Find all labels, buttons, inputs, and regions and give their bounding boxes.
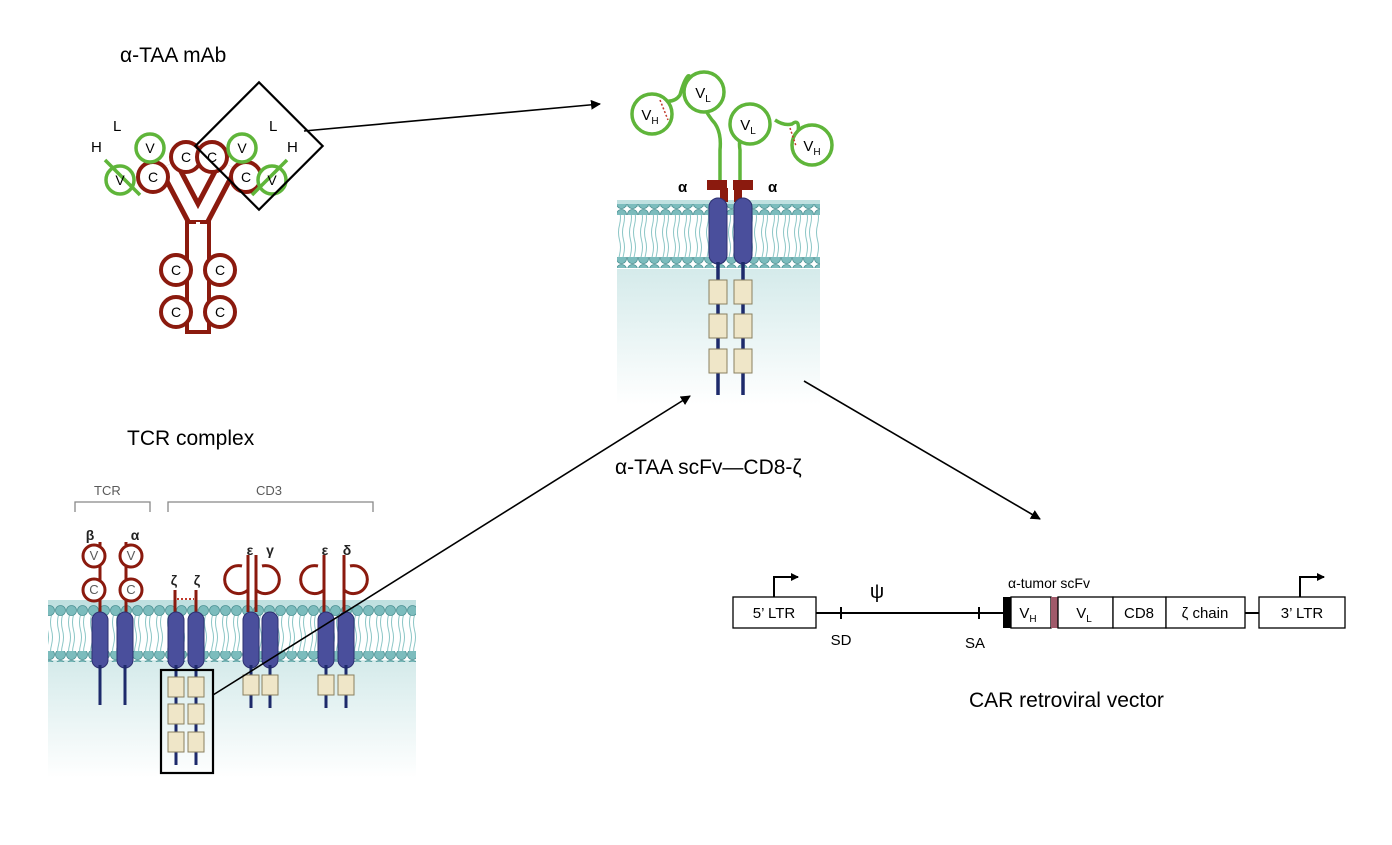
car-vl-label: VL [740, 117, 756, 137]
sd-label: SD [831, 632, 852, 649]
tcr-v-label: V [90, 548, 99, 563]
cd3-bracket [167, 501, 374, 512]
beta-label: β [86, 527, 95, 543]
car-vh-label: VH [641, 107, 658, 127]
v-label: V [237, 140, 247, 156]
car-vh-label: VH [803, 138, 820, 158]
ltr5-label: 5’ LTR [753, 605, 796, 622]
vector-title: CAR retroviral vector [969, 689, 1164, 712]
c-label: C [171, 262, 181, 278]
arrows [212, 99, 1041, 696]
tcr-c-label: C [89, 582, 98, 597]
antibody-chain-labels: H L L H [91, 118, 298, 156]
car-transmembrane [708, 197, 753, 265]
ltr3-box [1258, 596, 1346, 629]
arrow-fab-to-car [303, 99, 601, 132]
car-title: α-TAA scFv—CD8-ζ [615, 456, 802, 479]
car-scfv-labels: VH VL VL VH [641, 85, 820, 158]
tcr-c-label: C [126, 582, 135, 597]
c-label: C [241, 169, 251, 185]
gamma-label: γ [266, 542, 274, 558]
c-label: C [207, 149, 217, 165]
ltr5-box [732, 596, 817, 629]
zeta-chain-label: ζ chain [1182, 605, 1229, 622]
antibody-constant-region [136, 140, 263, 334]
linker-segment [1051, 597, 1058, 628]
fab-selection-box [193, 80, 325, 212]
c-label: C [181, 149, 191, 165]
tcr-domain-labels: V V C C [89, 548, 135, 597]
vector-diagram: 5’ LTR 3’ LTR ψ SD SA α-tumor scFv VH VL… [732, 573, 1346, 712]
tcr-lipid-tails [48, 614, 416, 656]
tcr-lipid-heads-top [48, 605, 416, 616]
arrow-zeta-to-car [212, 395, 691, 696]
alpha-label: α [131, 527, 140, 543]
car-signaling-tail [708, 262, 753, 395]
c-label: C [215, 262, 225, 278]
car-vl-label: VL [695, 85, 711, 105]
zeta-chain-box [1165, 596, 1246, 629]
car-diagram: VH VL VL VH α α α-TAA scFv—CD8-ζ [615, 70, 834, 479]
scfv-label: α-tumor scFv [1008, 575, 1090, 591]
cd8-label: CD8 [1124, 605, 1154, 622]
promoter-arrow [1299, 573, 1325, 597]
cd3-bracket-label: CD3 [256, 483, 282, 498]
zeta-selection-box [159, 668, 215, 775]
sa-label: SA [965, 635, 985, 652]
antibody-title: α-TAA mAb [120, 44, 226, 67]
psi-label: ψ [870, 581, 884, 603]
zeta-label: ζ [194, 572, 201, 588]
delta-label: δ [343, 542, 352, 558]
antibody-variable-region [103, 132, 289, 197]
itam-boxes [167, 674, 355, 753]
tcr-title: TCR complex [127, 427, 255, 450]
heavy-chain-label: H [91, 139, 102, 156]
car-hinge [707, 180, 753, 202]
v-label: V [267, 172, 277, 188]
vl-box [1057, 596, 1114, 629]
vl-label: VL [1076, 605, 1092, 625]
tcr-diagram: TCR complex TCR CD3 V V C C [48, 427, 416, 778]
leader-sequence [1003, 597, 1011, 628]
antibody-c-labels: C C C C C C C C [148, 149, 251, 320]
tcr-bracket [74, 501, 151, 512]
tcr-extracellular [81, 542, 369, 612]
vh-label: VH [1019, 605, 1036, 625]
antibody-v-labels: V V V V [115, 140, 277, 188]
tcr-lipid-heads-bottom [48, 651, 416, 662]
zeta-label: ζ [171, 572, 178, 588]
v-label: V [145, 140, 155, 156]
ltr3-label: 3’ LTR [1281, 605, 1324, 622]
c-label: C [215, 304, 225, 320]
epsilon-label: ε [322, 542, 329, 558]
antibody-diagram: α-TAA mAb C C C C C C C C [91, 44, 325, 334]
c-label: C [171, 304, 181, 320]
light-chain-label: L [113, 118, 121, 135]
tcr-bracket-label: TCR [94, 483, 121, 498]
heavy-chain-label: H [287, 139, 298, 156]
light-chain-label: L [269, 118, 277, 135]
car-alpha-label: α [768, 179, 778, 196]
tcr-v-label: V [127, 548, 136, 563]
arrow-car-to-vector [803, 380, 1041, 520]
cd8-box [1112, 596, 1167, 629]
car-scfv-chain [630, 70, 834, 180]
epsilon-label: ε [247, 542, 254, 558]
v-label: V [115, 172, 125, 188]
promoter-arrow [773, 573, 799, 597]
tcr-chain-labels: β α ζ ζ ε γ ε δ [86, 527, 352, 588]
vh-box [1010, 596, 1052, 629]
c-label: C [148, 169, 158, 185]
car-alpha-label: α [678, 179, 688, 196]
